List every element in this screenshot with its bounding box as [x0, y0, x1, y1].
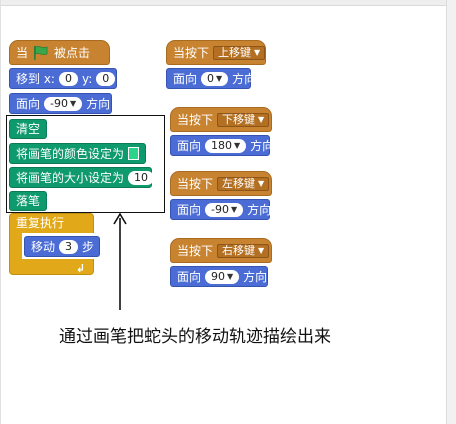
point-direction-block[interactable]: 面向 -90▼ 方向: [9, 93, 112, 114]
dropdown-arrow-icon: ▼: [258, 178, 265, 188]
when-key-up-block[interactable]: 当按下 上移键▼: [166, 40, 266, 65]
goto-x-input[interactable]: 0: [58, 71, 78, 86]
clear-label: 清空: [16, 122, 41, 136]
set-size-label: 将画笔的大小设定为: [16, 170, 125, 185]
workspace-top-edge: [0, 0, 456, 6]
point-suffix: 方向: [232, 71, 257, 86]
key-value: 左移键: [222, 177, 256, 190]
move-steps-input[interactable]: 3: [59, 239, 79, 254]
dropdown-arrow-icon: ▼: [234, 140, 241, 150]
key-dropdown[interactable]: 左移键▼: [217, 176, 270, 191]
dropdown-arrow-icon: ▼: [216, 73, 223, 83]
goto-y-label: y:: [81, 71, 93, 86]
dropdown-arrow-icon: ▼: [258, 245, 265, 255]
move-steps-block[interactable]: 移动 3 步: [24, 236, 100, 257]
highlight-box: [6, 115, 165, 213]
dropdown-arrow-icon: ▼: [69, 98, 77, 108]
when-key-right-block[interactable]: 当按下 右移键▼: [170, 238, 272, 263]
set-pen-color-block[interactable]: 将画笔的颜色设定为: [9, 143, 146, 164]
up-arrow-icon: [113, 212, 127, 310]
when-key-down-block[interactable]: 当按下 下移键▼: [170, 107, 272, 132]
dropdown-arrow-icon: ▼: [254, 47, 261, 57]
point-label: 面向: [16, 96, 41, 111]
point-direction-value: 90: [211, 270, 226, 283]
when-flag-clicked-block[interactable]: 当 被点击: [9, 40, 110, 65]
point-label: 面向: [173, 71, 198, 86]
key-dropdown[interactable]: 下移键▼: [217, 112, 270, 127]
goto-y-input[interactable]: 0: [96, 71, 116, 86]
point-direction-block[interactable]: 面向 0▼ 方向: [166, 68, 256, 89]
point-direction-value: -90: [50, 97, 68, 110]
key-dropdown[interactable]: 右移键▼: [217, 243, 270, 258]
point-direction-input[interactable]: -90▼: [44, 96, 83, 111]
point-direction-block[interactable]: 面向 -90▼ 方向: [170, 199, 272, 220]
point-direction-input[interactable]: -90▼: [205, 202, 244, 217]
point-direction-value: 180: [211, 139, 233, 152]
point-direction-value: -90: [211, 203, 229, 216]
goto-x-label: 移到 x:: [16, 71, 55, 86]
hat-clicked-label: 被点击: [54, 45, 91, 60]
point-label: 面向: [177, 269, 202, 284]
pen-clear-block[interactable]: 清空: [9, 119, 47, 139]
point-direction-input[interactable]: 180▼: [205, 138, 247, 153]
point-direction-input[interactable]: 0▼: [201, 71, 229, 86]
set-pen-size-block[interactable]: 将画笔的大小设定为 10: [9, 167, 155, 188]
point-direction-input[interactable]: 90▼: [205, 269, 240, 284]
set-color-label: 将画笔的颜色设定为: [16, 146, 125, 161]
key-dropdown[interactable]: 上移键▼: [213, 45, 266, 60]
point-label: 面向: [177, 138, 202, 153]
dropdown-arrow-icon: ▼: [227, 271, 234, 281]
point-suffix: 方向: [250, 138, 275, 153]
point-suffix: 方向: [247, 202, 272, 217]
point-direction-value: 0: [207, 72, 215, 85]
dropdown-arrow-icon: ▼: [230, 204, 238, 214]
pen-down-block[interactable]: 落笔: [9, 191, 47, 211]
pen-color-swatch[interactable]: [128, 147, 139, 160]
point-direction-block[interactable]: 面向 180▼ 方向: [170, 135, 274, 156]
flag-icon: [34, 45, 48, 60]
pen-down-label: 落笔: [16, 194, 41, 208]
when-key-left-block[interactable]: 当按下 左移键▼: [170, 171, 272, 196]
point-suffix: 方向: [86, 96, 111, 111]
goto-xy-block[interactable]: 移到 x: 0 y: 0: [9, 68, 117, 89]
move-label: 移动: [31, 239, 56, 254]
point-suffix: 方向: [243, 269, 268, 284]
move-suffix: 步: [82, 239, 95, 254]
point-label: 面向: [177, 202, 202, 217]
when-key-label: 当按下: [173, 45, 210, 60]
key-value: 下移键: [222, 113, 256, 126]
workspace-scrollbar[interactable]: [446, 0, 456, 424]
when-key-label: 当按下: [177, 176, 214, 191]
hat-when-label: 当: [16, 45, 29, 60]
dropdown-arrow-icon: ▼: [258, 114, 265, 124]
key-value: 右移键: [222, 244, 256, 257]
workspace-left-edge: [0, 0, 1, 424]
loop-arrow-icon: ↲: [76, 262, 86, 275]
annotation-caption: 通过画笔把蛇头的移动轨迹描绘出来: [59, 327, 331, 347]
when-key-label: 当按下: [177, 243, 214, 258]
point-direction-block[interactable]: 面向 90▼ 方向: [170, 266, 268, 287]
pen-size-input[interactable]: 10: [128, 170, 155, 185]
key-value: 上移键: [218, 46, 252, 59]
forever-label: 重复执行: [16, 216, 65, 230]
when-key-label: 当按下: [177, 112, 214, 127]
